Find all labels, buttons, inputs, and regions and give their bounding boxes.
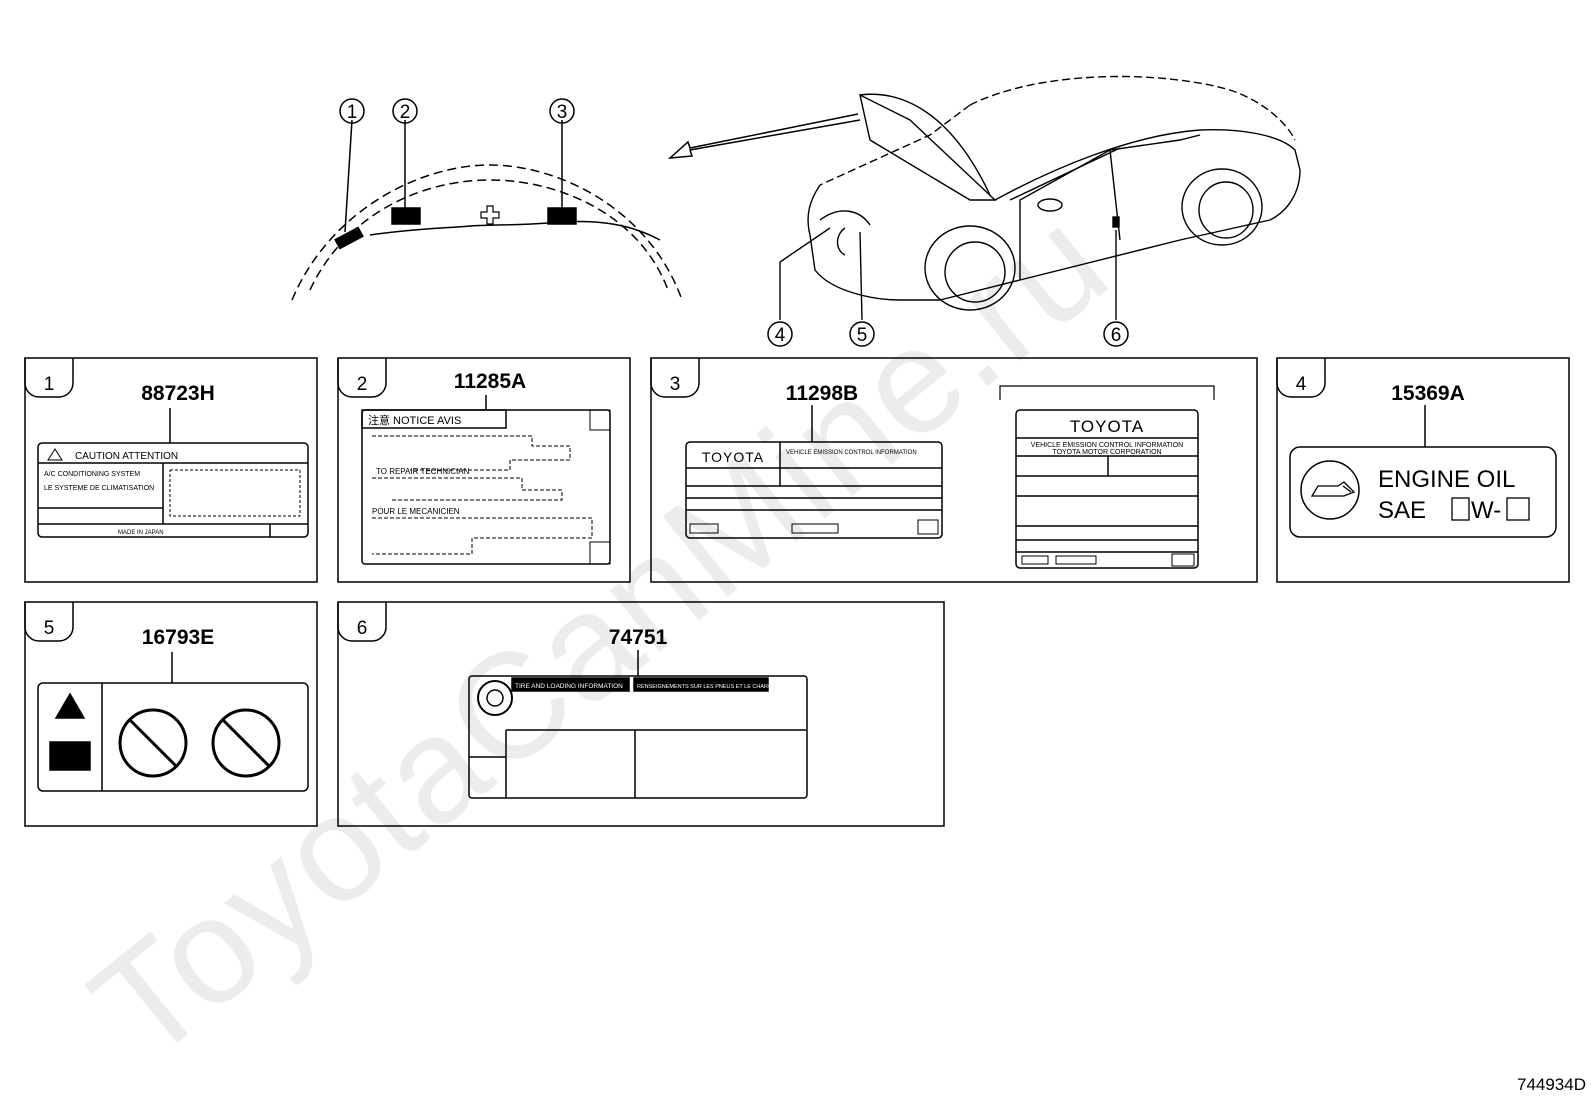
label-3-brand-large: TOYOTA — [1070, 417, 1144, 436]
label-4-sae: SAE — [1378, 497, 1426, 524]
label-6-left-title: TIRE AND LOADING INFORMATION — [515, 683, 623, 690]
part-number-11285A: 11285A — [454, 370, 526, 393]
label-position-6 — [1112, 216, 1120, 228]
callout-1 — [339, 98, 365, 124]
panel-2 — [337, 357, 631, 583]
label-11298B-horizontal — [685, 441, 943, 539]
callout-number-4: 4 — [775, 325, 786, 346]
panel-1 — [24, 357, 318, 583]
label-position-3 — [547, 207, 577, 225]
figure-id: 744934D — [1516, 1075, 1586, 1094]
label-1-foot: MADE IN JAPAN — [118, 530, 164, 536]
part-number-11298B: 11298B — [786, 382, 858, 405]
label-15369A — [1289, 446, 1557, 538]
label-74751 — [468, 675, 808, 799]
hood-underside-view — [291, 119, 683, 301]
panel-number-2: 2 — [357, 374, 368, 395]
label-3-brand-small: TOYOTA — [702, 449, 764, 465]
oil-can-icon — [1300, 460, 1360, 520]
callout-4 — [767, 321, 793, 347]
label-11298B-vertical — [1015, 409, 1199, 569]
label-1-line1: A/C CONDITIONING SYSTEM — [44, 471, 140, 478]
label-6-right-title: RENSEIGNEMENTS SUR LES PNEUS ET LE CHARG… — [637, 684, 792, 690]
label-4-w: W- — [1471, 497, 1501, 524]
label-3-title-small: VEHICLE EMISSION CONTROL INFORMATION — [786, 450, 917, 456]
part-number-74751: 74751 — [609, 626, 668, 649]
callout-number-2: 2 — [400, 102, 411, 123]
label-16793E — [37, 682, 309, 792]
panel-number-5: 5 — [44, 618, 55, 639]
callout-3 — [549, 98, 575, 124]
panel-6 — [337, 601, 945, 827]
label-3-title-large: VEHICLE EMISSION CONTROL INFORMATION — [1031, 442, 1183, 449]
panel-number-6: 6 — [357, 618, 368, 639]
panel-number-1: 1 — [44, 374, 55, 395]
part-number-16793E: 16793E — [142, 626, 214, 649]
label-position-1 — [334, 226, 364, 250]
part-number-88723H: 88723H — [141, 382, 215, 405]
panel-number-4: 4 — [1296, 374, 1307, 395]
callout-2 — [392, 98, 418, 124]
warning-triangle-icon — [54, 692, 86, 719]
no-sharp-object-icon — [211, 708, 281, 778]
no-spray-icon — [118, 708, 188, 778]
label-2-line1: TO REPAIR TECHNICIAN — [376, 467, 470, 476]
tire-icon — [477, 680, 513, 716]
callout-6 — [1103, 321, 1129, 347]
label-1-header: CAUTION ATTENTION — [75, 451, 178, 462]
label-4-engine-oil: ENGINE OIL — [1378, 466, 1515, 493]
car-illustration — [779, 75, 1301, 321]
callout-5 — [849, 321, 875, 347]
panel-4 — [1276, 357, 1570, 583]
callout-number-1: 1 — [347, 102, 358, 123]
manual-book-icon — [49, 741, 91, 771]
callout-number-5: 5 — [857, 325, 868, 346]
label-2-line2: POUR LE MECANICIEN — [372, 507, 460, 516]
panel-number-3: 3 — [670, 374, 681, 395]
label-88723H — [37, 442, 309, 538]
label-3-title2-large: TOYOTA MOTOR CORPORATION — [1052, 449, 1161, 456]
label-1-line2: LE SYSTEME DE CLIMATISATION — [44, 485, 154, 492]
callout-number-3: 3 — [557, 102, 568, 123]
label-2-header: 注意 NOTICE AVIS — [368, 413, 461, 427]
panel-5 — [24, 601, 318, 827]
label-11285A — [361, 409, 611, 565]
callout-number-6: 6 — [1111, 325, 1122, 346]
label-position-2 — [391, 207, 421, 225]
direction-arrow — [667, 113, 861, 159]
part-number-15369A: 15369A — [1391, 382, 1465, 405]
panel-3 — [650, 357, 1258, 583]
